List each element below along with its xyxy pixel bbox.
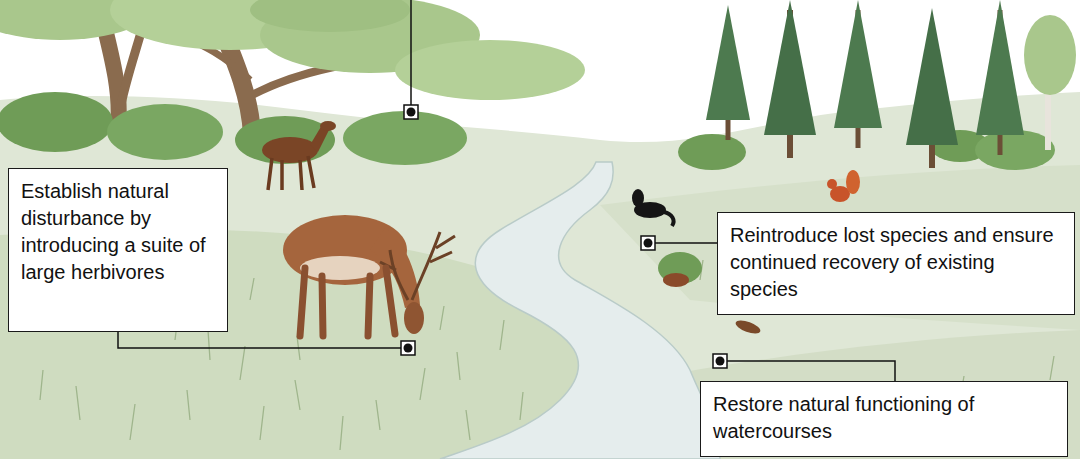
leader-line (118, 0, 895, 384)
large-deer (300, 268, 395, 336)
small-animals (827, 179, 837, 189)
bushes (107, 104, 223, 160)
conifer-trees (764, 0, 816, 135)
river (440, 162, 720, 459)
bushes (235, 116, 335, 164)
callout-text: Establish natural disturbance by introdu… (21, 178, 215, 286)
callout-dot (716, 357, 725, 366)
bushes (0, 92, 113, 152)
callout-dot (401, 105, 727, 368)
ground (0, 92, 1080, 459)
oak-trees (250, 0, 410, 32)
small-deer (320, 121, 336, 131)
callout-box: Restore natural functioning of watercour… (700, 381, 1068, 457)
large-deer (404, 302, 424, 334)
callout-dot (404, 344, 413, 353)
small-animals (846, 170, 860, 194)
small-deer (268, 156, 314, 190)
callout-text: Restore natural functioning of watercour… (713, 391, 1055, 445)
large-deer (283, 215, 455, 336)
ground (600, 165, 1080, 330)
callout-dot (404, 105, 418, 119)
leader-line (118, 332, 401, 348)
callout-dot (641, 236, 655, 250)
callout-box: Establish natural disturbance by introdu… (8, 168, 228, 332)
ground (0, 92, 1080, 459)
conifer-trees (706, 0, 1076, 168)
callout-box: Reintroduce lost species and ensure cont… (717, 212, 1075, 315)
small-animals (664, 212, 674, 226)
conifer-trees (1024, 15, 1076, 95)
conifer-trees (706, 5, 750, 120)
conifer-trees (834, 0, 882, 128)
callout-dot (644, 239, 653, 248)
small-animals (632, 189, 644, 207)
small-animals (734, 318, 762, 336)
river (440, 162, 720, 459)
oak-trees (395, 40, 585, 100)
leader-line (655, 242, 717, 244)
ground (640, 330, 1080, 459)
conifer-trees (976, 0, 1024, 135)
leader-line (410, 0, 412, 105)
small-animals (663, 273, 689, 287)
bushes (678, 134, 746, 170)
callout-dot (713, 354, 727, 368)
callout-dot (407, 108, 416, 117)
callout-dot (401, 341, 415, 355)
bushes (975, 130, 1055, 170)
conifer-trees (906, 8, 958, 145)
small-deer (262, 121, 336, 190)
callout-text: Reintroduce lost species and ensure cont… (730, 222, 1062, 303)
